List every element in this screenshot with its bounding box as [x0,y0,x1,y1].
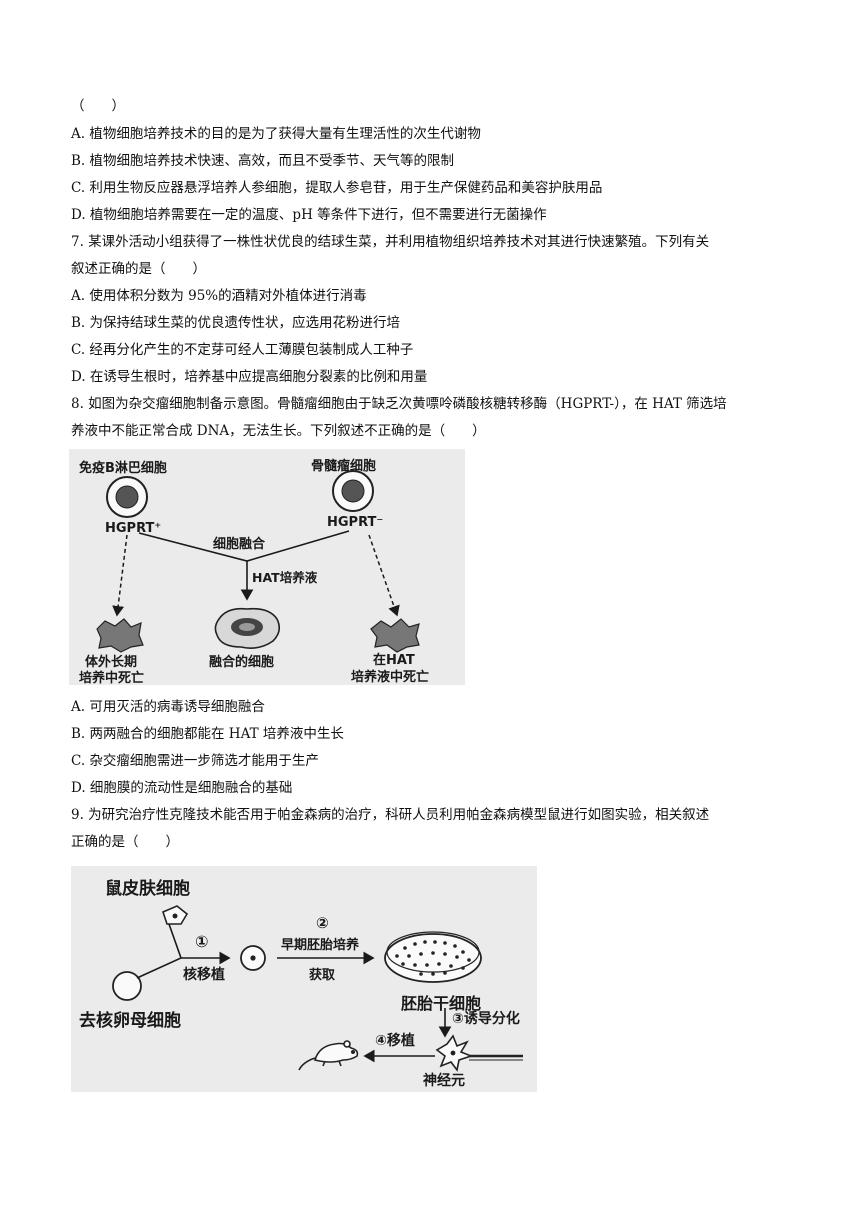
left-death-label-1: 体外长期 [85,655,138,670]
dead-cell-left [96,618,144,653]
myeloma-label: 骨髓瘤细胞 [311,459,377,474]
myeloma-cell [332,470,374,512]
q8-option-b: B. 两两融合的细胞都能在 HAT 培养液中生长 [71,726,344,742]
step1-number: ① [195,932,209,951]
fusion-label: 细胞融合 [213,537,266,552]
stem-cell-label: 胚胎干细胞 [401,994,482,1013]
hgprt-minus-label: HGPRT⁻ [327,515,384,530]
b-cell-label: 免疫B淋巴细胞 [79,461,167,476]
hybridoma-diagram [96,470,420,653]
step2-number: ② [316,914,329,932]
petri-dish [384,931,482,983]
neuron-label: 神经元 [423,1073,465,1089]
skin-cell-label: 鼠皮肤细胞 [105,879,190,899]
mouse-shape [298,1040,359,1071]
q6-option-a: A. 植物细胞培养技术的目的是为了获得大量有生理活性的次生代谢物 [71,126,481,142]
q6-option-b: B. 植物细胞培养技术快速、高效，而且不受季节、天气等的限制 [71,153,455,169]
q7-option-a: A. 使用体积分数为 95%的酒精对外植体进行消毒 [71,288,367,304]
right-dashed-arrow [368,534,400,617]
dead-cell-right [370,618,420,653]
neuron-shape [435,1034,523,1072]
q7-stem-line1: 7. 某课外活动小组获得了一株性状优良的结球生菜，并利用植物组织培养技术对其进行… [71,234,710,250]
q7-option-b: B. 为保持结球生菜的优良遗传性状，应选用花粉进行培 [71,315,401,331]
hybridoma-figure: 免疫B淋巴细胞 骨髓瘤细胞 HGPRT⁺ HGPRT⁻ 细胞融合 HAT培养液 … [69,449,465,686]
fused-cell-label: 融合的细胞 [209,655,275,670]
hat-medium-label: HAT培养液 [252,570,318,585]
q9-stem-line2: 正确的是（ ） [71,834,179,850]
right-death-label-1: 在HAT [373,653,415,668]
converging-lines [136,923,182,979]
cloning-figure: 鼠皮肤细胞 ① 核移植 去核卵母细胞 ② 早期胚胎培养 获取 胚胎干细胞 ③诱导… [71,866,537,1092]
enucleated-egg-cell [112,971,142,1001]
q8-option-d: D. 细胞膜的流动性是细胞融合的基础 [71,780,293,796]
q8-stem-line2: 养液中不能正常合成 DNA，无法生长。下列叙述不正确的是（ ） [71,423,486,439]
q7-option-c: C. 经再分化产生的不定芽可经人工薄膜包装制成人工种子 [71,342,414,358]
right-death-label-2: 培养液中死亡 [351,670,430,685]
fused-cell [214,607,281,649]
step3-label: ③诱导分化 [452,1011,520,1027]
cloning-diagram [112,905,523,1072]
step2-label-2: 获取 [309,968,336,983]
left-death-label-2: 培养中死亡 [79,671,145,686]
b-lymphocyte-cell [106,476,148,518]
q6-paren: （ ） [71,98,125,114]
q7-option-d: D. 在诱导生根时，培养基中应提高细胞分裂素的比例和用量 [71,369,428,385]
step2-label-1: 早期胚胎培养 [281,938,360,953]
q6-option-c: C. 利用生物反应器悬浮培养人参细胞，提取人参皂苷，用于生产保健药品和美容护肤用… [71,180,603,196]
q8-option-a: A. 可用灭活的病毒诱导细胞融合 [71,699,265,715]
step1-label: 核移植 [183,967,225,983]
q7-stem-line2: 叙述正确的是（ ） [71,261,206,277]
step4-label: ④移植 [375,1033,415,1049]
q8-option-c: C. 杂交瘤细胞需进一步筛选才能用于生产 [71,753,319,769]
q9-stem-line1: 9. 为研究治疗性克隆技术能否用于帕金森病的治疗，科研人员利用帕金森病模型鼠进行… [71,807,710,823]
enucleated-egg-label: 去核卵母细胞 [79,1011,181,1031]
q6-option-d: D. 植物细胞培养需要在一定的温度、pH 等条件下进行，但不需要进行无菌操作 [71,207,547,223]
left-dashed-arrow [112,534,128,617]
hgprt-plus-label: HGPRT⁺ [105,521,162,536]
q8-stem-line1: 8. 如图为杂交瘤细胞制备示意图。骨髓瘤细胞由于缺乏次黄嘌呤磷酸核糖转移酶（HG… [71,396,727,412]
